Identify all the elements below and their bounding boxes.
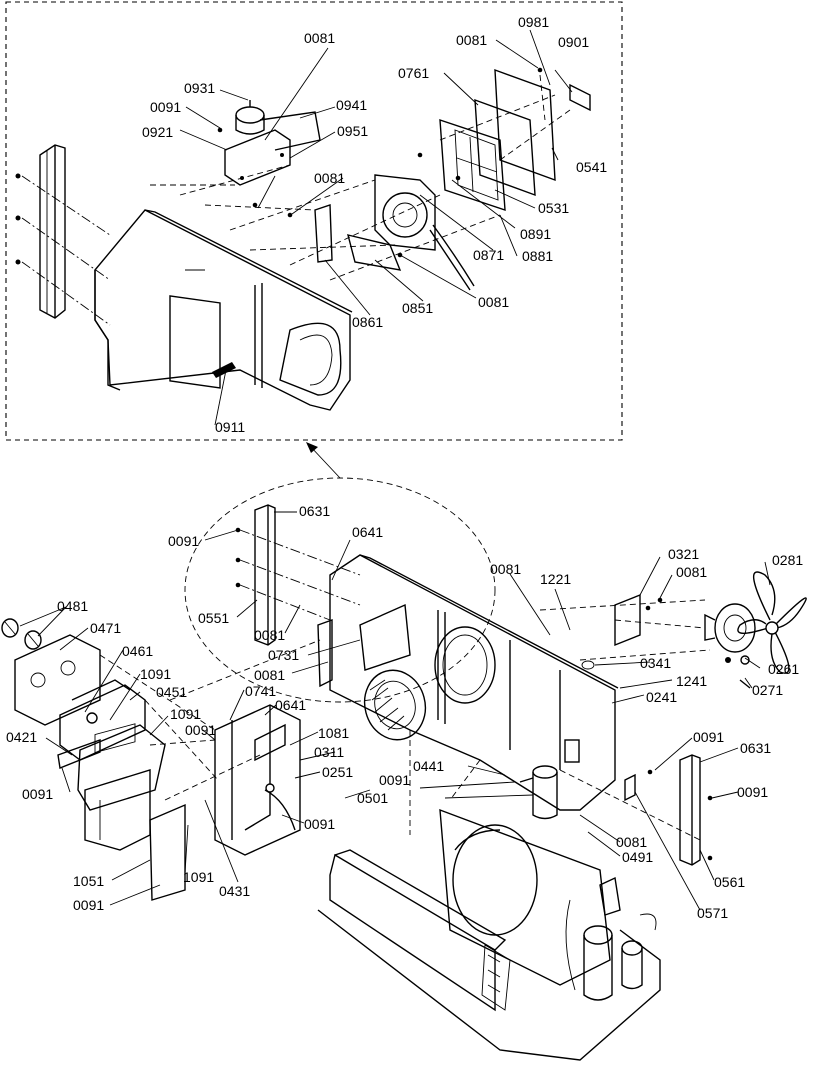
- rail-left-main: [235, 504, 361, 646]
- fan-motor: [704, 603, 756, 689]
- part-label-0431: 0431: [219, 883, 250, 899]
- part-label-0241: 0241: [646, 689, 677, 705]
- part-label-1241: 1241: [676, 673, 707, 689]
- part-label-0531: 0531: [538, 200, 569, 216]
- part-label-1051: 1051: [73, 873, 104, 889]
- part-label-0341: 0341: [640, 655, 671, 671]
- part-label-0641: 0641: [352, 524, 383, 540]
- part-label-0911: 0911: [215, 419, 245, 435]
- detail-rail-left: [15, 144, 111, 326]
- part-label-0501: 0501: [357, 790, 388, 806]
- detail-back-panel: [94, 209, 353, 411]
- part-label-0081: 0081: [676, 564, 707, 580]
- part-label-1091: 1091: [170, 706, 201, 722]
- part-label-0741: 0741: [245, 683, 276, 699]
- part-label-0091: 0091: [150, 99, 181, 115]
- part-label-1221: 1221: [540, 571, 571, 587]
- base-unit: [317, 808, 661, 1061]
- bracket-0851: [314, 204, 402, 271]
- main-construction-lines: [99, 599, 711, 841]
- timer-motor: [235, 100, 265, 135]
- part-label-0421: 0421: [6, 729, 37, 745]
- part-label-0081: 0081: [490, 561, 521, 577]
- cable-clip: [212, 362, 236, 378]
- capacitor: [519, 765, 558, 820]
- part-label-0091: 0091: [185, 722, 216, 738]
- part-label-0451: 0451: [156, 684, 187, 700]
- part-label-0091: 0091: [379, 772, 410, 788]
- part-label-1091: 1091: [183, 869, 214, 885]
- part-label-1081: 1081: [318, 725, 349, 741]
- bracket-0731: [317, 603, 411, 688]
- part-label-0091: 0091: [693, 729, 724, 745]
- fan-blade: [737, 571, 807, 674]
- part-label-0081: 0081: [456, 32, 487, 48]
- leader-lines: [19, 29, 771, 911]
- part-label-0731: 0731: [268, 647, 299, 663]
- part-label-0631: 0631: [299, 503, 330, 519]
- part-label-0081: 0081: [304, 30, 335, 46]
- part-label-0271: 0271: [752, 682, 783, 698]
- part-label-0471: 0471: [90, 620, 121, 636]
- part-label-0311: 0311: [314, 744, 344, 760]
- part-label-0941: 0941: [336, 97, 367, 113]
- blower-housing: [374, 174, 475, 291]
- lower-bracket: [84, 769, 186, 901]
- part-label-0541: 0541: [576, 159, 607, 175]
- part-label-0861: 0861: [352, 314, 383, 330]
- part-label-0981: 0981: [518, 14, 549, 30]
- part-label-0851: 0851: [402, 300, 433, 316]
- motor-bracket: [581, 593, 663, 670]
- partition-panel: [329, 554, 619, 811]
- compressor: [565, 876, 657, 1001]
- part-label-0491: 0491: [622, 849, 653, 865]
- part-label-0761: 0761: [398, 65, 429, 81]
- part-label-0921: 0921: [142, 124, 173, 140]
- filter-frame: [439, 68, 556, 211]
- detail-view-box: [5, 1, 623, 441]
- part-label-0481: 0481: [57, 598, 88, 614]
- part-label-0571: 0571: [697, 905, 728, 921]
- part-labels: 0081 0931 0091 0941 0921 0951 0981 0081 …: [6, 14, 803, 921]
- blower-wheel: [363, 669, 427, 741]
- part-label-0881: 0881: [522, 248, 553, 264]
- part-label-0091: 0091: [737, 784, 768, 800]
- part-label-0551: 0551: [198, 610, 229, 626]
- control-box: [214, 704, 301, 856]
- part-label-0281: 0281: [772, 552, 803, 568]
- rail-right-main: [624, 754, 713, 866]
- part-label-0561: 0561: [714, 874, 745, 890]
- part-label-0081: 0081: [478, 294, 509, 310]
- part-label-0081: 0081: [254, 667, 285, 683]
- part-label-0251: 0251: [322, 764, 353, 780]
- detail-screws: [217, 67, 543, 258]
- part-label-0631: 0631: [740, 740, 771, 756]
- part-label-0931: 0931: [184, 80, 215, 96]
- knob-icon: [1, 618, 42, 650]
- magnifier-circle: [184, 442, 496, 703]
- small-bracket-0901: [554, 69, 591, 112]
- part-label-0641: 0641: [275, 697, 306, 713]
- part-label-0321: 0321: [668, 546, 699, 562]
- part-label-0261: 0261: [768, 661, 799, 677]
- part-label-0871: 0871: [473, 247, 504, 263]
- part-label-0091: 0091: [22, 786, 53, 802]
- part-label-0091: 0091: [304, 816, 335, 832]
- part-label-0091: 0091: [168, 533, 199, 549]
- part-label-0091: 0091: [73, 897, 104, 913]
- part-label-0461: 0461: [122, 643, 153, 659]
- control-panel: [14, 634, 166, 811]
- part-label-0081: 0081: [616, 834, 647, 850]
- detail-construction-lines: [150, 74, 571, 281]
- arrow-icon: [306, 442, 318, 453]
- part-label-1091: 1091: [140, 666, 171, 682]
- part-label-0951: 0951: [337, 123, 368, 139]
- part-label-0081: 0081: [314, 170, 345, 186]
- part-label-0081: 0081: [254, 627, 285, 643]
- part-label-0901: 0901: [558, 34, 589, 50]
- part-label-0441: 0441: [413, 758, 444, 774]
- part-label-0891: 0891: [520, 226, 551, 242]
